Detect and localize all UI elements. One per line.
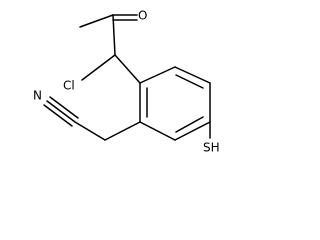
bond-ch2-nitrile-carbon <box>74 121 106 141</box>
ring-bond-4 <box>174 121 211 141</box>
bond-methyl-carbonyl <box>79 14 114 28</box>
ring-double-bond-inner-1 <box>175 74 204 89</box>
atom-label-chlorine: Cl <box>63 79 75 93</box>
bond-carbonyl-chcl <box>112 14 116 56</box>
bond-ring-ch2 <box>104 121 141 141</box>
ring-double-bond-inner-2 <box>175 116 204 133</box>
atom-label-thiol: SH <box>203 141 220 155</box>
atom-label-nitrogen: N <box>33 89 42 103</box>
bond-nitrile-triple-3 <box>43 104 73 127</box>
ring-bond-1 <box>139 66 176 84</box>
atom-label-oxygen: O <box>138 9 147 23</box>
ring-bond-5 <box>139 121 176 141</box>
bond-nitrile-triple-2 <box>49 96 79 119</box>
molecule-structure: O Cl N SH <box>33 9 220 155</box>
bond-nitrile-triple-1 <box>46 100 76 123</box>
bond-chcl-ring <box>114 54 141 84</box>
bond-chcl-chlorine <box>81 54 116 81</box>
ring-bond-2 <box>174 66 211 84</box>
